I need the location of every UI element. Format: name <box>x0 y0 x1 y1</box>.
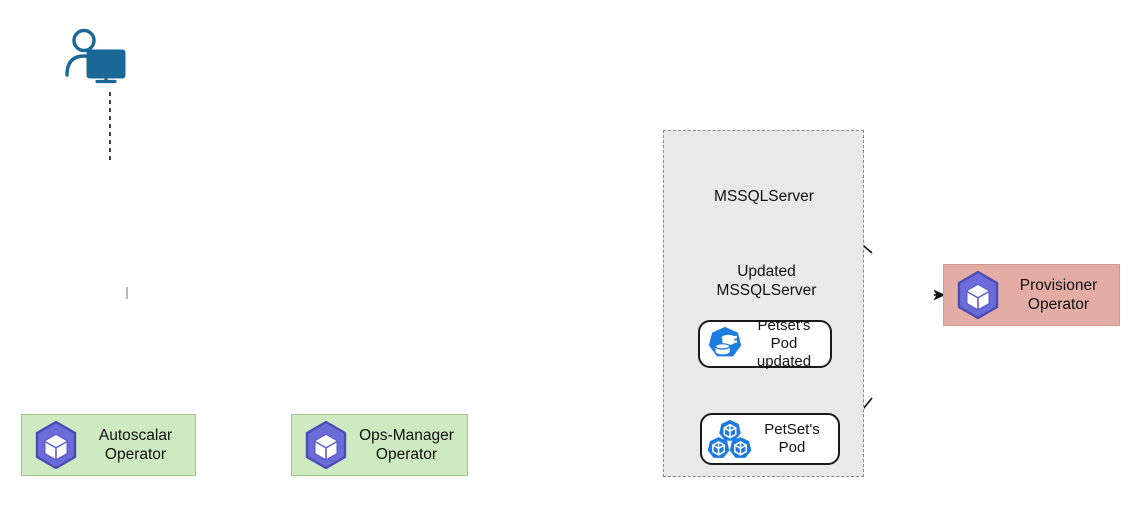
node-mssqlserver-label: MSSQLServer <box>714 188 814 205</box>
node-petset-pod-updated-label: Petset's Pod updated <box>756 317 812 370</box>
operator-cube-icon <box>952 269 1004 321</box>
three-cubes-icon <box>707 418 752 460</box>
user-with-monitor-icon <box>60 28 126 84</box>
operator-ops-manager[interactable]: Ops-Manager Operator <box>291 414 468 476</box>
node-updated-mssqlserver-label: Updated MSSQLServer <box>716 263 817 299</box>
operator-provisioner[interactable]: Provisioner Operator <box>943 264 1120 326</box>
operator-ops-manager-label: Ops-Manager Operator <box>359 427 454 463</box>
node-petset-pod-label: PetSet's Pod <box>764 421 820 456</box>
operator-provisioner-label: Provisioner Operator <box>1019 277 1098 313</box>
operator-cube-icon <box>30 419 82 471</box>
node-updated-mssqlserver: Updated MSSQLServer <box>694 243 839 300</box>
database-stack-icon <box>706 325 744 363</box>
operator-cube-icon <box>300 419 352 471</box>
node-petset-pod-updated[interactable]: Petset's Pod updated <box>698 317 832 370</box>
node-petset-pod[interactable]: PetSet's Pod <box>700 413 840 465</box>
node-mssqlserver: MSSQLServer <box>694 168 834 206</box>
operator-autoscalar-label: Autoscalar Operator <box>98 427 173 463</box>
operator-autoscalar[interactable]: Autoscalar Operator <box>21 414 196 476</box>
